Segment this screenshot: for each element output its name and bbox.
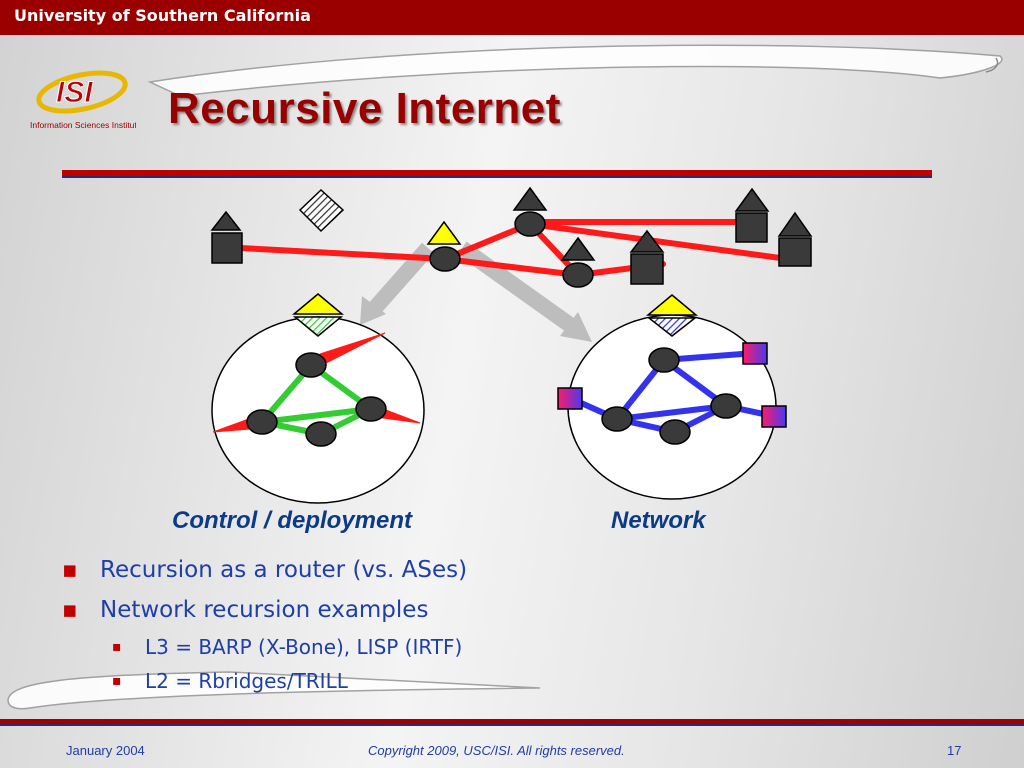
endpoint-square-icon: [761, 405, 787, 428]
footer-divider: [0, 719, 1024, 726]
caption-control-deployment: Control / deployment: [172, 507, 412, 534]
subbullet-marker: ▪: [112, 639, 122, 655]
host-triangle-icon: [734, 187, 770, 212]
router-yellow-triangle-icon: [426, 220, 462, 245]
footer-date: January 2004: [66, 743, 145, 758]
footer-copyright: Copyright 2009, USC/ISI. All rights rese…: [368, 743, 625, 758]
router-triangle-icon: [512, 186, 548, 211]
host-triangle-icon: [777, 211, 813, 237]
university-name: University of Southern California: [14, 6, 311, 25]
logo-mark: ISI: [56, 76, 93, 109]
host-triangle-icon: [629, 229, 665, 253]
isi-logo: ISI Information Sciences Institute: [30, 70, 136, 130]
bullet-text: Network recursion examples: [100, 597, 429, 623]
university-banner: University of Southern California: [0, 0, 1024, 35]
logo-subtitle: Information Sciences Institute: [30, 120, 136, 130]
bullet-list: ▪ Recursion as a router (vs. ASes) ▪ Net…: [62, 550, 467, 698]
router-node-icon: [355, 396, 387, 422]
subbullet-item: ▪ L3 = BARP (X-Bone), LISP (IRTF): [62, 630, 467, 664]
endpoint-square-icon: [557, 387, 583, 410]
subbullet-text: L3 = BARP (X-Bone), LISP (IRTF): [145, 635, 463, 659]
router-node-icon: [429, 246, 461, 272]
subbullet-marker: ▪: [112, 673, 122, 689]
control-deployment-circle: [211, 293, 425, 504]
router-node-icon: [514, 211, 546, 237]
router-node-icon: [659, 419, 691, 445]
bullet-text: Recursion as a router (vs. ASes): [100, 557, 468, 583]
endpoint-square-icon: [742, 342, 768, 365]
router-yellow-triangle-icon: [645, 294, 699, 316]
hatched-diamond-icon: [646, 317, 698, 337]
page-number: 17: [947, 743, 962, 758]
bullet-item: ▪ Network recursion examples: [62, 590, 467, 630]
router-node-icon: [648, 347, 680, 373]
host-square-icon: [735, 212, 768, 243]
subbullet-text: L2 = Rbridges/TRILL: [145, 669, 348, 693]
router-node-icon: [601, 406, 633, 432]
router-node-icon: [562, 262, 594, 288]
router-node-icon: [305, 421, 337, 447]
host-square-icon: [630, 253, 664, 285]
router-yellow-triangle-icon: [291, 293, 345, 315]
caption-network: Network: [611, 507, 706, 534]
subbullet-item: ▪ L2 = Rbridges/TRILL: [62, 664, 467, 698]
bullet-marker: ▪: [62, 597, 78, 623]
slide-title: Recursive Internet: [168, 84, 561, 133]
router-node-icon: [295, 352, 327, 378]
hatched-diamond-icon: [298, 188, 345, 233]
bullet-item: ▪ Recursion as a router (vs. ASes): [62, 550, 467, 590]
router-node-icon: [710, 393, 742, 419]
bullet-marker: ▪: [62, 557, 78, 583]
router-node-icon: [246, 409, 278, 435]
host-triangle-icon: [210, 210, 242, 231]
title-divider: [62, 170, 932, 178]
host-square-icon: [778, 237, 812, 267]
host-square-icon: [211, 232, 243, 264]
router-triangle-icon: [560, 236, 596, 261]
hatched-diamond-icon: [292, 316, 344, 337]
network-circle: [557, 294, 787, 500]
top-network-nodes: [210, 186, 813, 288]
